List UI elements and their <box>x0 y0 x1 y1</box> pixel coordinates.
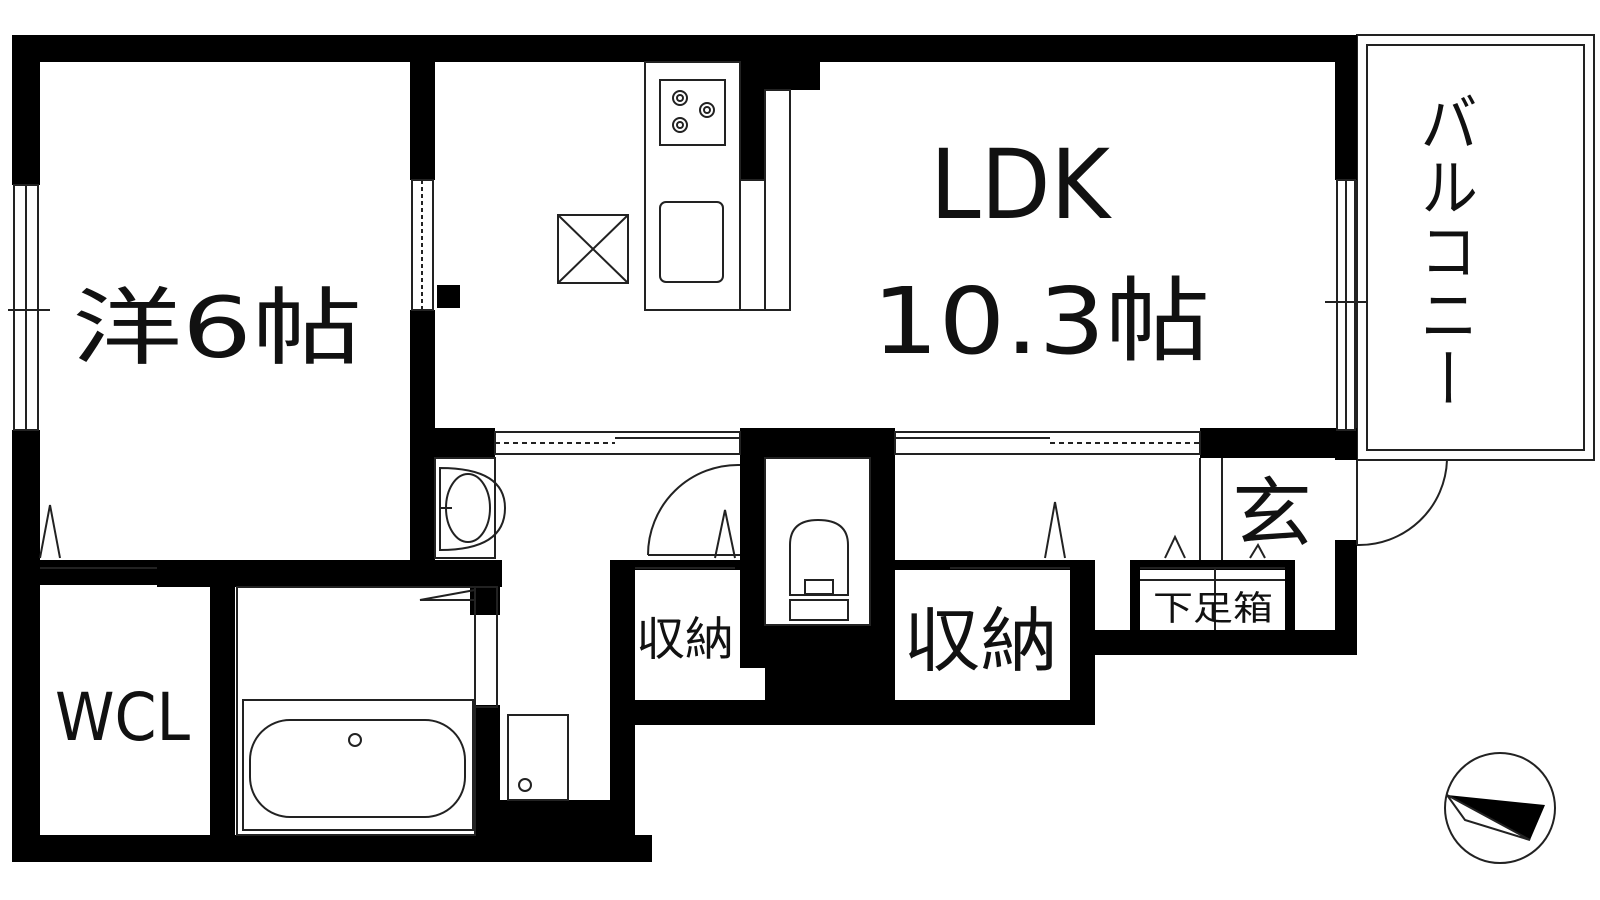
balcony-label: バルコニー <box>1410 90 1478 410</box>
toilet <box>764 457 871 626</box>
doors <box>647 458 1448 560</box>
storage-small-label: 収納 <box>636 612 734 666</box>
sliding-doors <box>494 431 1201 455</box>
ldk-name-label: LDK <box>930 129 1112 241</box>
north-arrow-icon <box>1444 752 1556 864</box>
bathroom-fixtures <box>236 457 569 836</box>
balcony-outline <box>1356 34 1595 461</box>
walls <box>12 35 1357 862</box>
kitchen-counter <box>557 61 791 311</box>
storage-markers <box>39 501 1285 630</box>
storage-large-label: 収納 <box>903 600 1058 682</box>
shoe-box-label: 下足箱 <box>1153 589 1273 629</box>
ldk-size-label: 10.3帖 <box>872 268 1210 375</box>
western-room-label: 洋6帖 <box>72 279 362 377</box>
wcl-label: WCL <box>55 679 190 756</box>
entrance-label: 玄 <box>1232 469 1312 558</box>
windows <box>8 179 1368 431</box>
